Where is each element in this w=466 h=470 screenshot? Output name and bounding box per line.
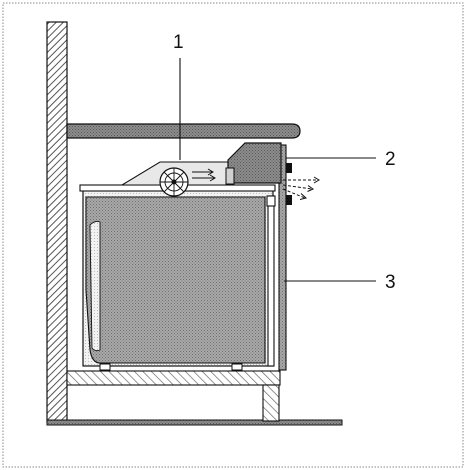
control-knob-top <box>286 163 292 173</box>
oven-door-panel <box>267 195 275 367</box>
airflow-exhaust-arrows <box>282 176 320 200</box>
oven-foot-right <box>231 363 243 371</box>
plinth-base <box>66 370 281 386</box>
door-hinge-top <box>266 195 276 207</box>
countertop <box>66 123 301 139</box>
fan-hub <box>171 179 177 185</box>
wall <box>46 21 68 423</box>
front-cover-panel <box>278 144 287 371</box>
duct-outlet <box>225 167 235 185</box>
control-knob-bottom <box>286 195 292 205</box>
floor <box>46 419 343 426</box>
callout-2: 2 <box>385 149 396 170</box>
plinth-support <box>262 384 280 422</box>
callout-3: 3 <box>385 272 396 293</box>
oven-cavity-side <box>89 220 101 352</box>
oven-cavity <box>85 196 266 364</box>
callout-1: 1 <box>173 32 184 53</box>
oven-foot-left <box>99 363 111 371</box>
airflow-arrows-inner <box>192 168 216 182</box>
